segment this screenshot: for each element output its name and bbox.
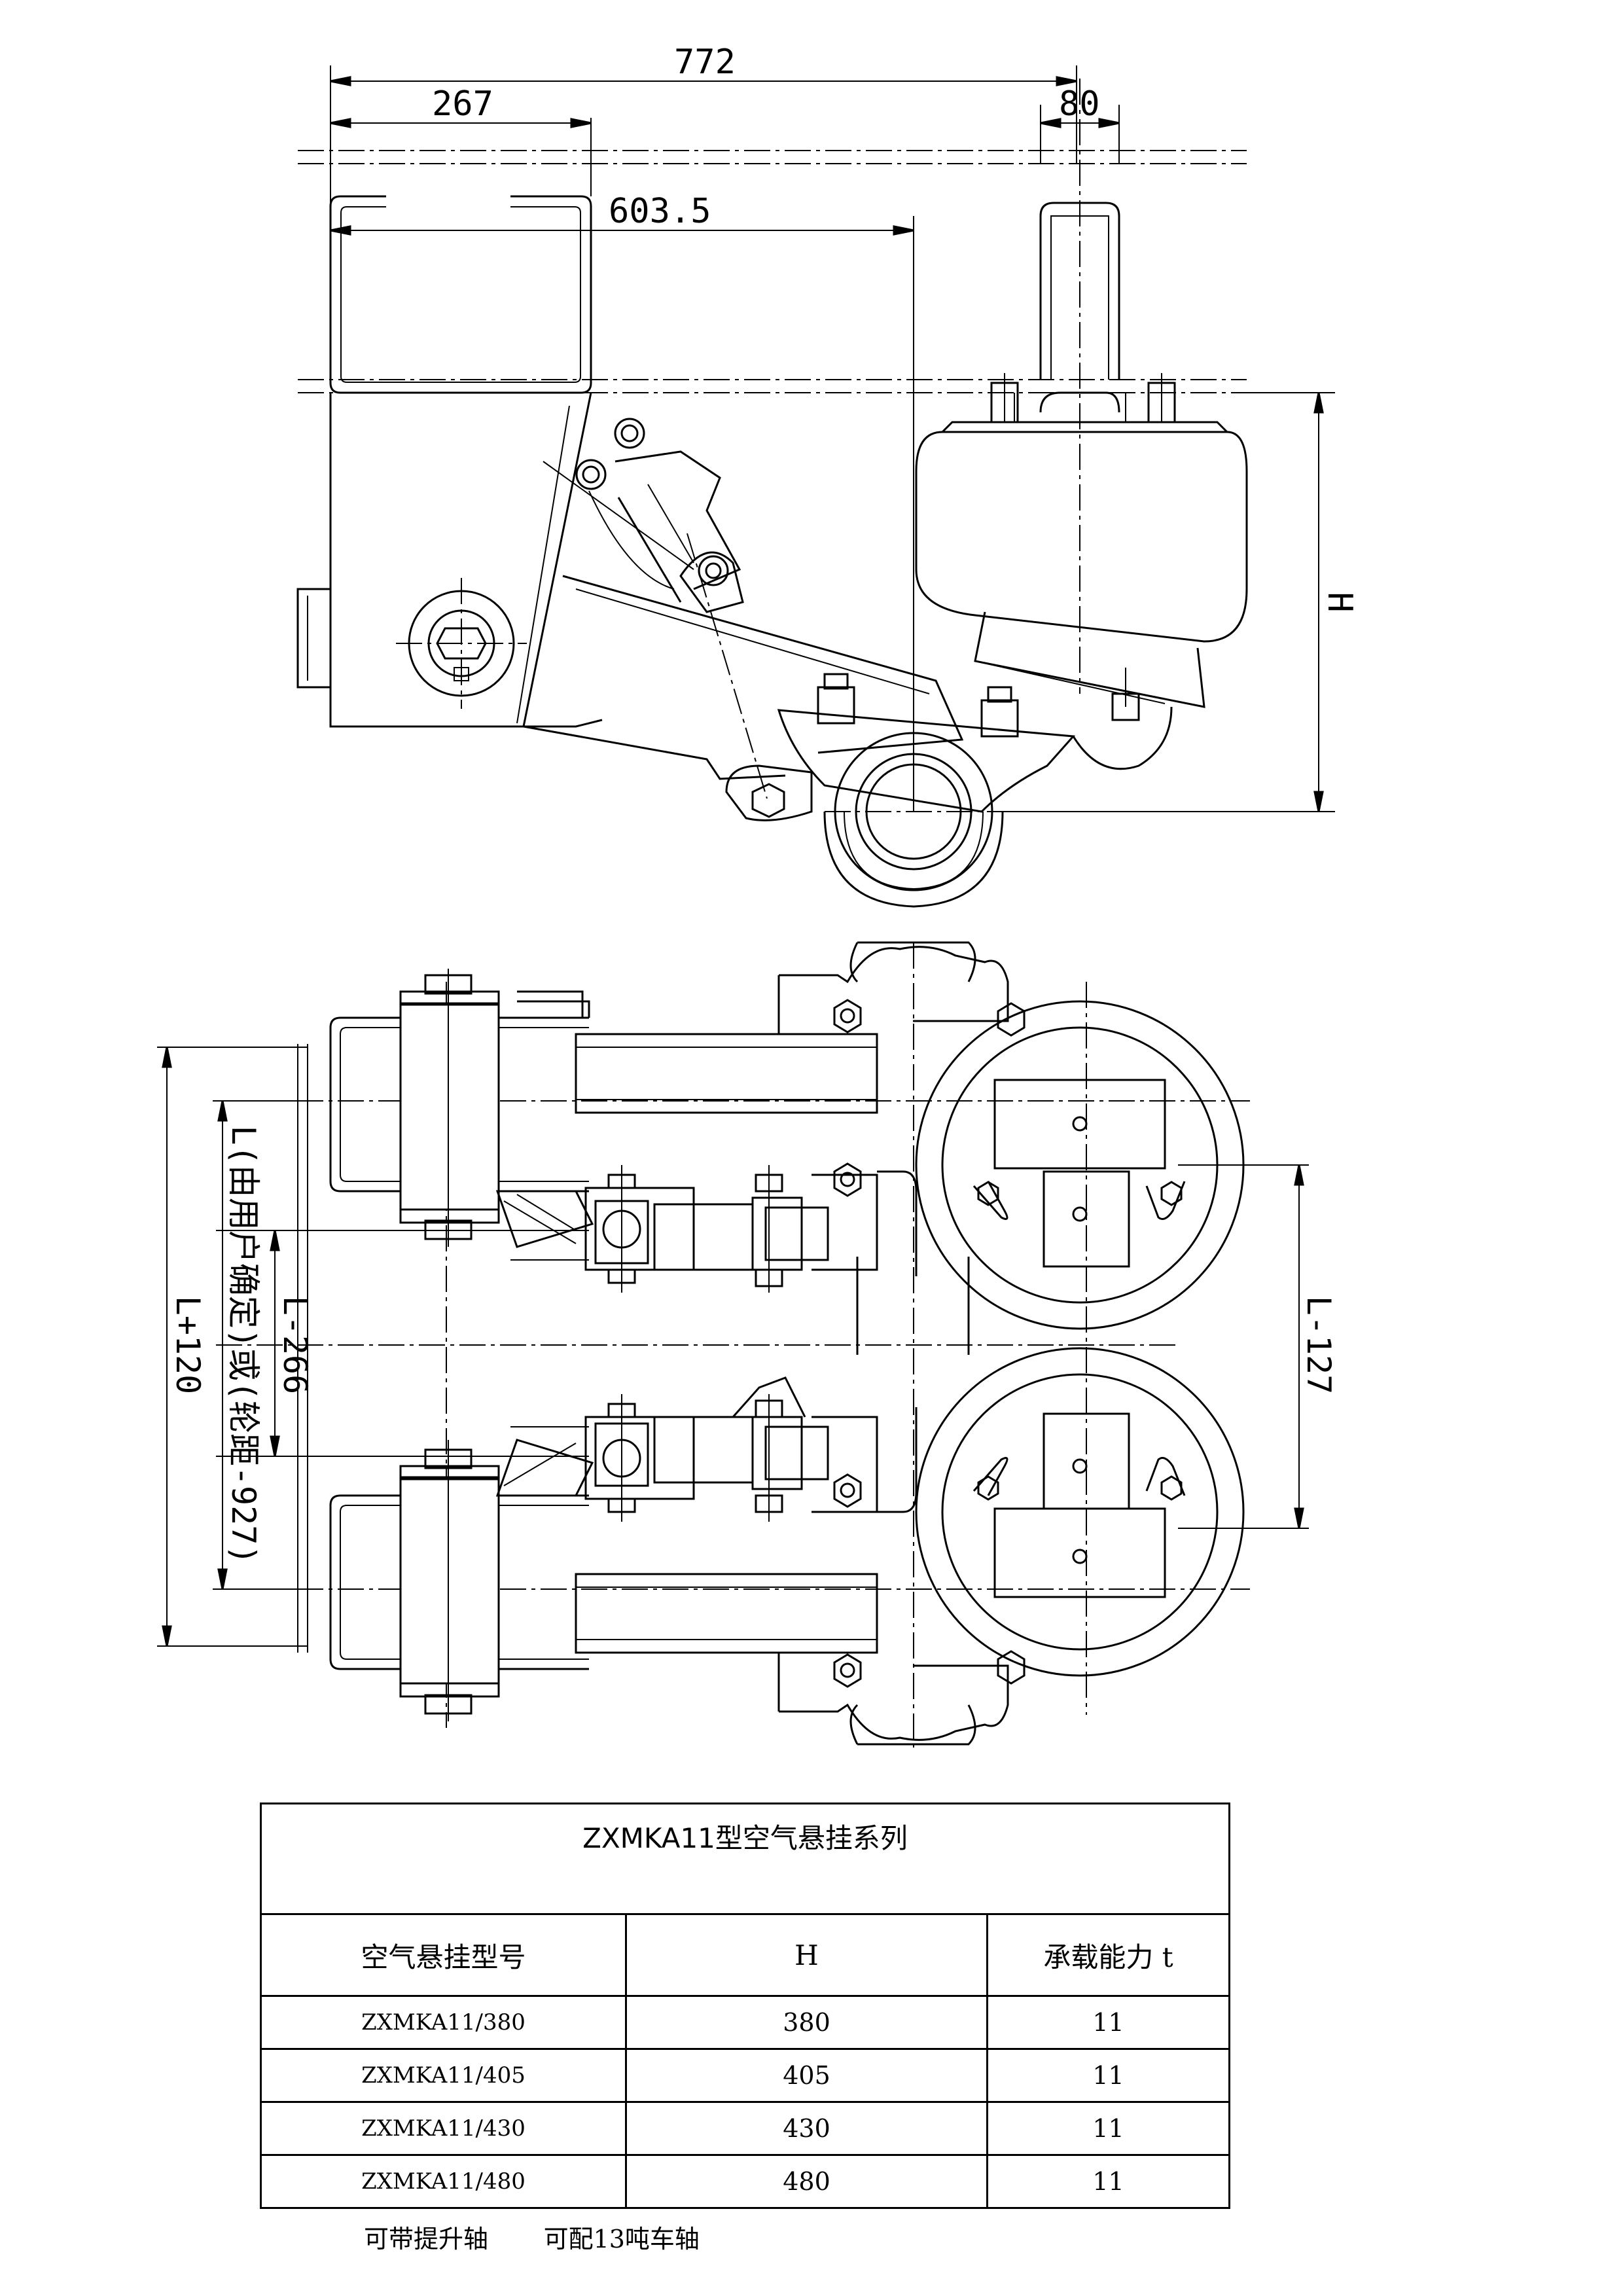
cell-h: 480 [625, 2154, 988, 2209]
header-model: 空气悬挂型号 [260, 1913, 627, 1997]
dim-overall-length: 772 [674, 43, 736, 82]
table-row: ZXMKA11/430 430 11 [260, 2101, 1231, 2156]
cell-model: ZXMKA11/380 [260, 1995, 627, 2050]
footnote: 可带提升轴 可配13吨车轴 [364, 2219, 700, 2255]
specification-table: ZXMKA11型空气悬挂系列 空气悬挂型号 H 承载能力 t ZXMKA11/3… [259, 1803, 1231, 2209]
cell-model: ZXMKA11/480 [260, 2154, 627, 2209]
cell-h: 380 [625, 1995, 988, 2050]
cell-model: ZXMKA11/430 [260, 2101, 627, 2156]
cell-capacity: 11 [986, 1995, 1231, 2050]
dim-plan-l-minus-127: L-127 [1300, 1296, 1338, 1395]
cell-h: 430 [625, 2101, 988, 2156]
table-row: ZXMKA11/405 405 11 [260, 2048, 1231, 2103]
plan-view: L+120 L(由用户确定)或(轮距-927) L-266 L-127 [157, 941, 1338, 1748]
side-elevation-view: 772 267 80 603.5 [296, 43, 1359, 908]
dim-plan-l-plus-120: L+120 [169, 1296, 207, 1395]
dim-plan-l-minus-266: L-266 [276, 1296, 314, 1395]
dim-plan-l-note: L(由用户确定)或(轮距-927) [224, 1126, 262, 1565]
header-capacity: 承载能力 t [986, 1913, 1231, 1997]
table-row: ZXMKA11/380 380 11 [260, 1995, 1231, 2050]
dim-front-offset: 267 [432, 84, 493, 124]
dim-axle-offset: 603.5 [609, 192, 711, 231]
table-row: ZXMKA11/480 480 11 [260, 2154, 1231, 2209]
table-header-row: 空气悬挂型号 H 承载能力 t [260, 1913, 1231, 1997]
footnote-lift-axle: 可带提升轴 [364, 2225, 489, 2253]
cell-model: ZXMKA11/405 [260, 2048, 627, 2103]
dim-height-label: H [1320, 592, 1359, 612]
cell-capacity: 11 [986, 2154, 1231, 2209]
cell-capacity: 11 [986, 2048, 1231, 2103]
footnote-axle-option: 可配13吨车轴 [543, 2225, 700, 2253]
table-title: ZXMKA11型空气悬挂系列 [259, 1803, 1231, 1915]
cell-h: 405 [625, 2048, 988, 2103]
header-h: H [625, 1913, 988, 1997]
cell-capacity: 11 [986, 2101, 1231, 2156]
table-title-row: ZXMKA11型空气悬挂系列 [259, 1803, 1231, 1915]
suspension-technical-drawing: 772 267 80 603.5 [157, 43, 1359, 1748]
